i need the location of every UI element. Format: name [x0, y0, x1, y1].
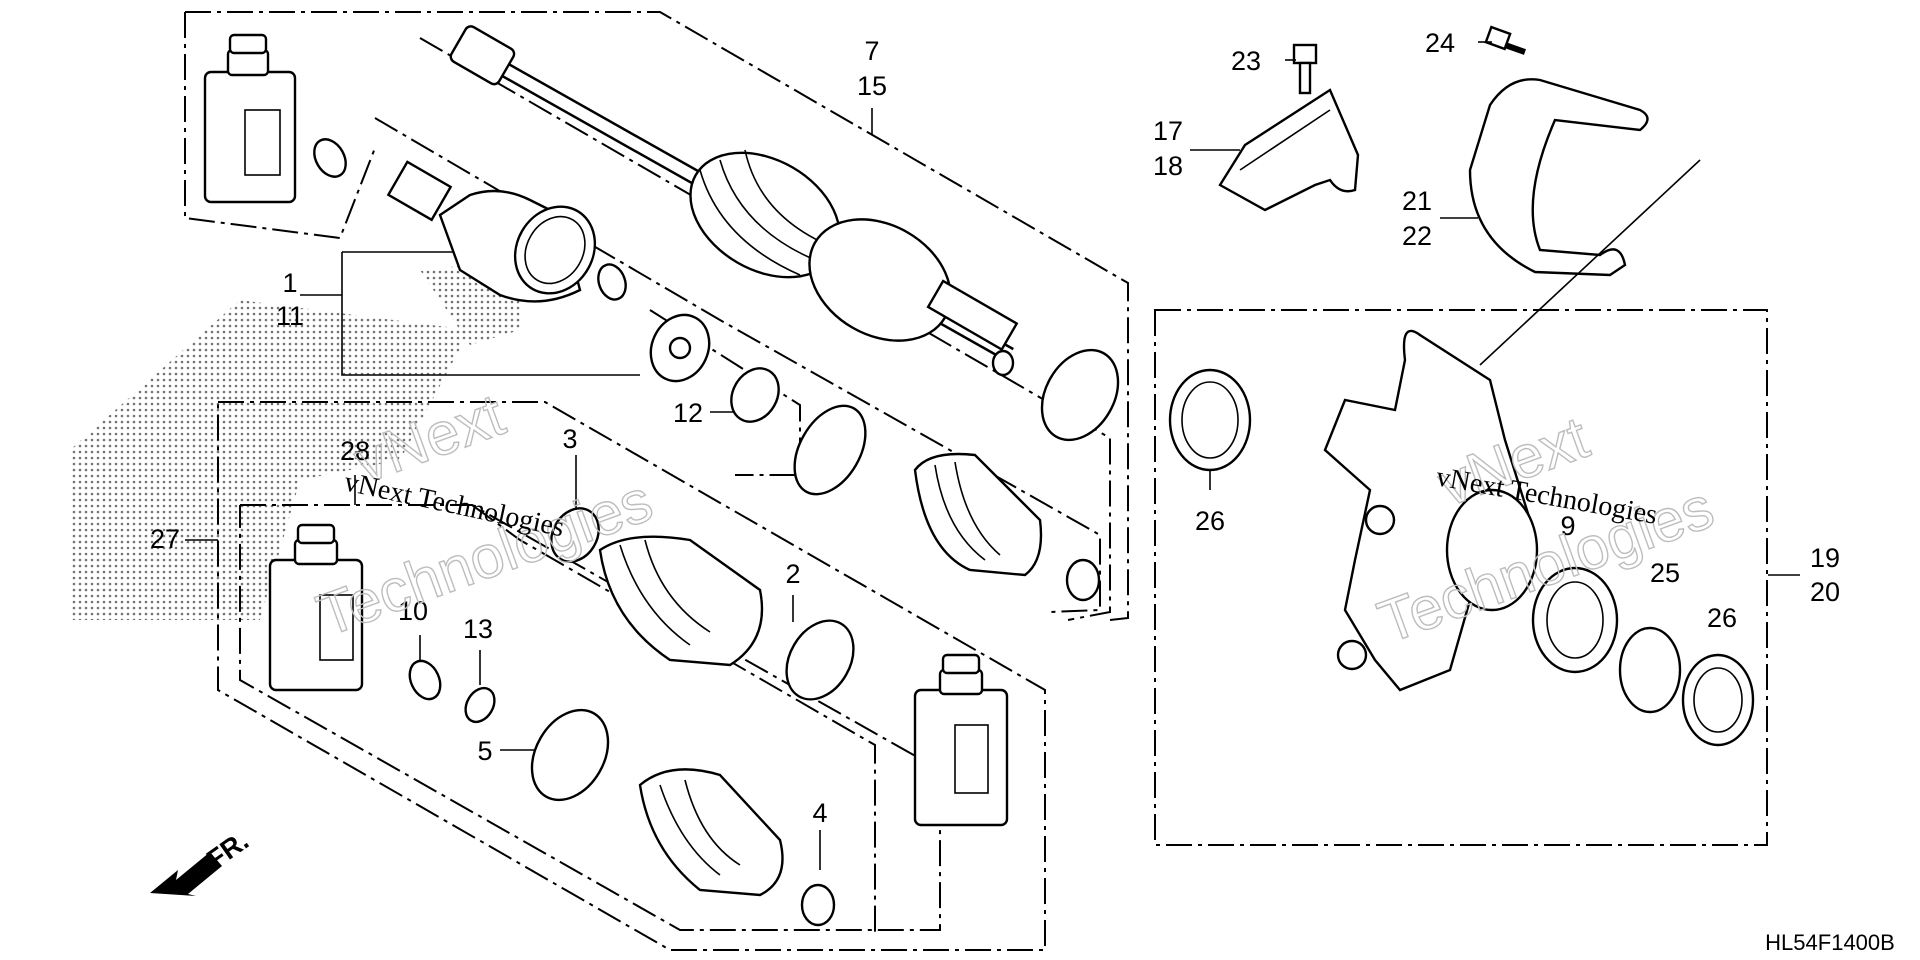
callout-19-20: 19 20: [1810, 543, 1840, 607]
callout-28: 28: [340, 436, 370, 466]
callout-2: 2: [785, 559, 800, 589]
callout-17-18: 17 18: [1153, 116, 1183, 181]
callout-13: 13: [463, 614, 493, 644]
callout-7-15: 7 15: [857, 36, 887, 101]
snap-ring-25: [1618, 626, 1682, 714]
svg-text:7: 7: [864, 36, 879, 66]
svg-text:15: 15: [857, 71, 887, 101]
grease-bottle-upper: [203, 33, 297, 204]
callout-25: 25: [1650, 558, 1680, 588]
boot-upper: [913, 452, 1043, 577]
snap-ring-upper: [313, 138, 347, 178]
grease-bottle-right: [913, 653, 1009, 827]
svg-text:19: 19: [1810, 543, 1840, 573]
tripod-cage: [649, 313, 711, 383]
inner-race-ring: [597, 263, 627, 301]
boot-bands-upper: [793, 348, 1120, 602]
front-direction-arrow: [150, 852, 222, 896]
svg-text:18: 18: [1153, 151, 1183, 181]
splash-guard-17-18: [1218, 88, 1360, 212]
callout-3: 3: [562, 424, 577, 454]
callout-26a: 26: [1195, 506, 1225, 536]
leader-lines: [185, 41, 1800, 870]
callout-12: 12: [673, 398, 703, 428]
bolt-23: [1292, 43, 1318, 95]
circlip-12: [730, 367, 780, 423]
callout-5: 5: [477, 736, 492, 766]
callout-21-22: 21 22: [1402, 186, 1432, 251]
clip-13: [464, 686, 496, 724]
callout-1-11: 1 11: [276, 268, 304, 331]
svg-text:22: 22: [1402, 221, 1432, 251]
snap-ring-10: [408, 659, 442, 701]
callout-23: 23: [1231, 46, 1261, 76]
knuckle-19-20: [1323, 329, 1539, 692]
callout-10: 10: [398, 596, 428, 626]
svg-text:1: 1: [282, 268, 297, 298]
grease-bottle-left: [268, 523, 364, 692]
callout-27: 27: [150, 524, 180, 554]
oil-seal-26a: [1168, 368, 1252, 472]
boot-kit-lower: [530, 507, 855, 927]
oil-seal-26b: [1681, 653, 1755, 747]
drawing-code: HL54F1400B: [1765, 930, 1895, 955]
callout-4: 4: [812, 798, 827, 828]
callout-24: 24: [1425, 28, 1455, 58]
boundary-lines: [184, 11, 1768, 951]
callout-9: 9: [1560, 511, 1575, 541]
driveshaft-assembly: [449, 25, 1019, 377]
callout-26b: 26: [1707, 603, 1737, 633]
svg-text:21: 21: [1402, 186, 1432, 216]
inboard-joint: [386, 160, 597, 303]
svg-text:20: 20: [1810, 577, 1840, 607]
svg-text:17: 17: [1153, 116, 1183, 146]
bearing-9: [1531, 566, 1619, 674]
bolt-24: [1484, 25, 1526, 55]
svg-text:11: 11: [276, 301, 304, 331]
dust-cover-21-22: [1468, 78, 1649, 277]
